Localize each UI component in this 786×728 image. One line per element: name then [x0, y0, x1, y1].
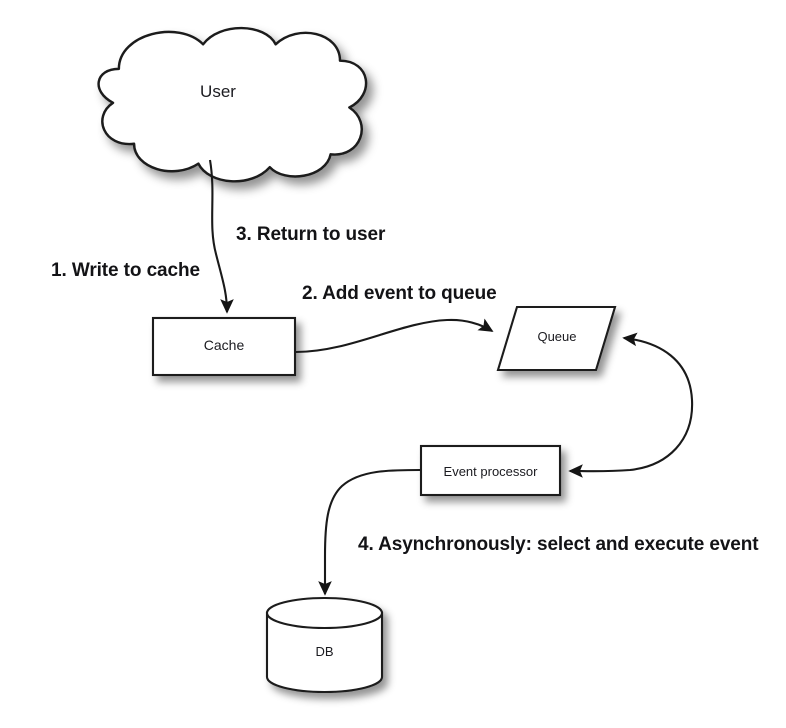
node-event-processor[interactable] [419, 444, 562, 497]
edge-user-to-cache[interactable] [208, 159, 234, 314]
node-queue[interactable] [496, 305, 617, 372]
node-cache[interactable] [151, 316, 297, 377]
step-label-3-return-to-user: 3. Return to user [236, 224, 386, 245]
db-top [265, 596, 384, 630]
edge-queue-to-processor[interactable] [568, 332, 694, 478]
node-user[interactable] [97, 26, 368, 183]
db-body [265, 611, 384, 694]
cloud-shape [97, 26, 368, 183]
step-label-1-write-to-cache: 1. Write to cache [51, 260, 200, 281]
cache-box [151, 316, 297, 377]
step-label-4-asynchronously-select-and-execute-event: 4. Asynchronously: select and execute ev… [358, 534, 759, 555]
node-db[interactable] [265, 596, 384, 694]
step-label-2-add-event-to-queue: 2. Add event to queue [302, 283, 497, 304]
event-processor-box [419, 444, 562, 497]
queue-shape [496, 305, 617, 372]
edge-cache-to-queue[interactable] [295, 318, 494, 354]
edge-processor-to-db[interactable] [318, 468, 421, 596]
